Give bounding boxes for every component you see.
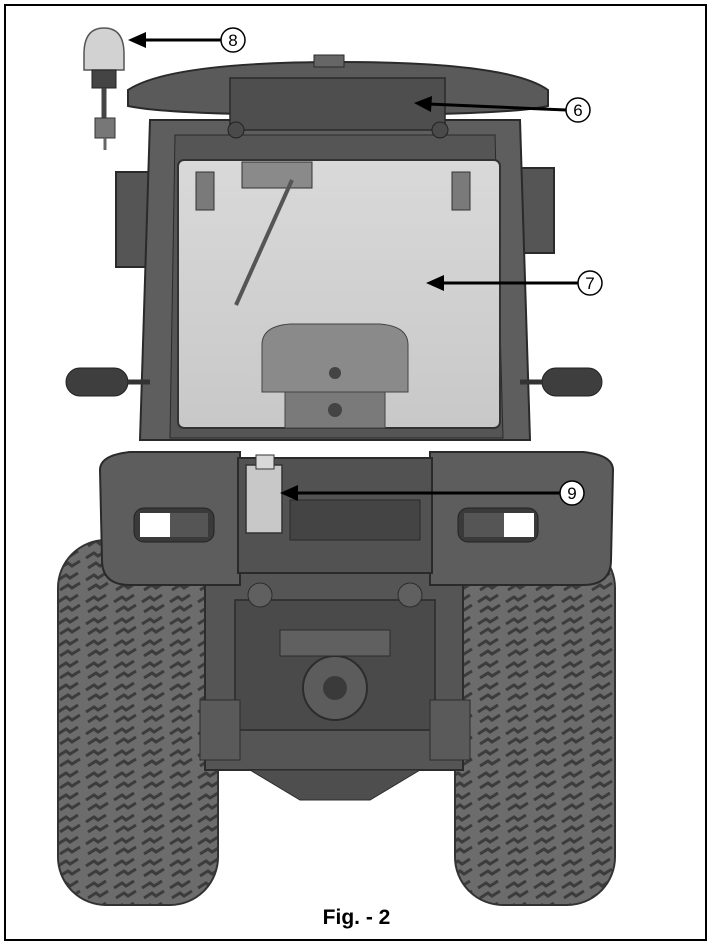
callout-6-arrow xyxy=(414,96,567,112)
right-tail-light-icon xyxy=(457,507,539,543)
callout-7-label: 7 xyxy=(585,274,594,293)
right-mirror-icon xyxy=(520,367,603,397)
callout-6: 6 xyxy=(565,97,591,123)
callout-9: 9 xyxy=(559,480,585,506)
callout-7: 7 xyxy=(577,270,603,296)
left-tail-light-icon xyxy=(133,507,215,543)
callout-9-label: 9 xyxy=(567,484,576,503)
chassis-rear xyxy=(199,559,471,801)
left-mirror-icon xyxy=(65,367,150,397)
hydraulic-valve-block xyxy=(245,454,283,534)
callout-9-arrow xyxy=(280,485,560,501)
callout-8: 8 xyxy=(220,27,246,53)
callout-8-label: 8 xyxy=(228,31,237,50)
callout-8-arrow xyxy=(128,32,222,48)
callout-6-label: 6 xyxy=(573,101,582,120)
left-rear-wheel xyxy=(57,539,219,906)
beacon-icon xyxy=(83,27,125,150)
callout-7-arrow xyxy=(426,275,578,291)
cab-roof xyxy=(127,54,549,139)
rear-window xyxy=(177,159,501,429)
figure-caption: Fig. - 2 xyxy=(322,906,391,929)
right-rear-wheel xyxy=(454,539,616,906)
